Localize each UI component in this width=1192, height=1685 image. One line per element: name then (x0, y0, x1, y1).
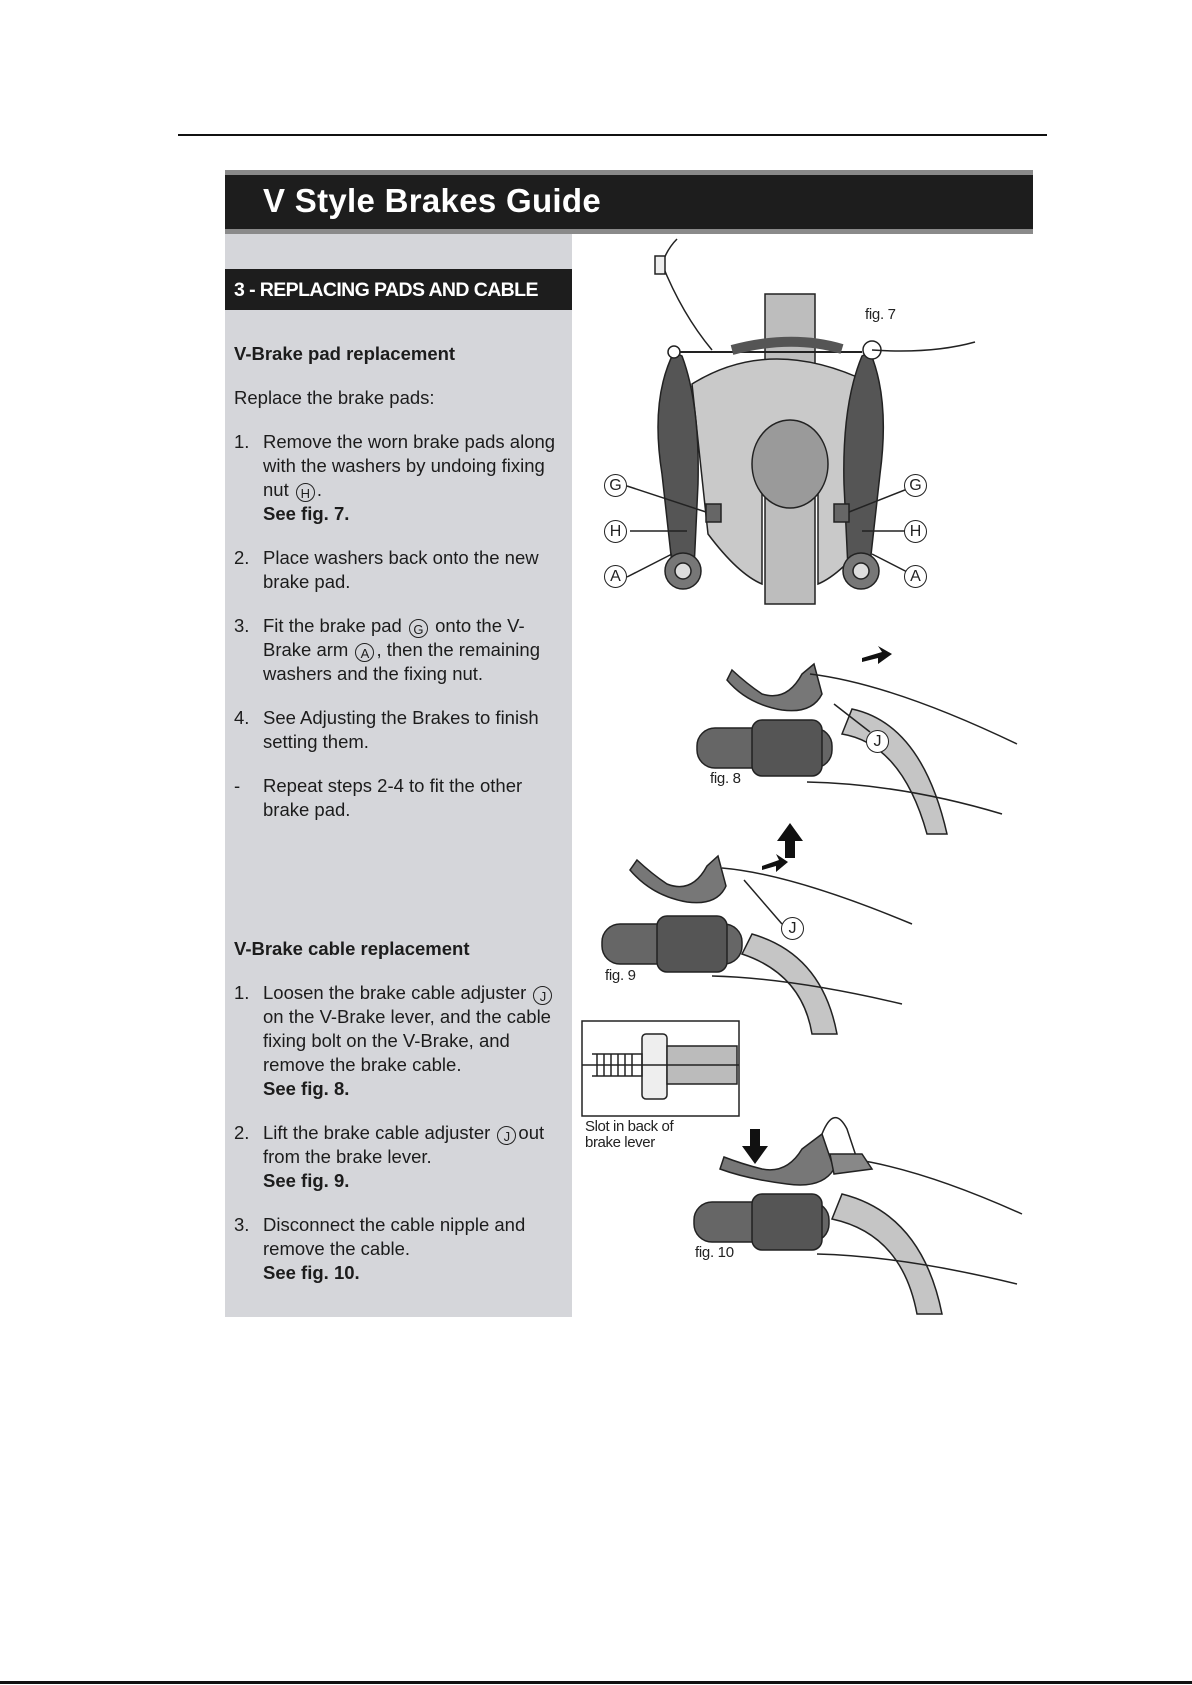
step-text: Remove the worn brake pads along with th… (263, 430, 568, 526)
list-item: 1. Remove the worn brake pads along with … (234, 430, 568, 526)
callout-g-left: G (604, 474, 627, 497)
callout-g-right: G (904, 474, 927, 497)
callout-symbol: J (497, 1126, 517, 1145)
fig10-label: fig. 10 (695, 1244, 734, 1261)
step-text-part: Loosen the brake cable adjuster (263, 982, 532, 1003)
list-item: 3. Disconnect the cable nipple and remove… (234, 1213, 568, 1285)
step-number: 3. (234, 1214, 250, 1235)
figures-area: fig. 7 fig. 8 fig. 9 fig. 10 Slot in bac… (572, 234, 1033, 1324)
step-number: 2. (234, 547, 250, 568)
step-text: Repeat steps 2-4 to fit the other brake … (263, 774, 568, 822)
step-number: 1. (234, 431, 250, 452)
step-text: Loosen the brake cable adjuster Jon the … (263, 981, 568, 1101)
step-text: Disconnect the cable nipple and remove t… (263, 1213, 568, 1285)
callout-h-right: H (904, 520, 927, 543)
callout-a-right: A (904, 565, 927, 588)
pad-intro: Replace the brake pads: (234, 387, 435, 408)
callout-a-left: A (604, 565, 627, 588)
step-number: 3. (234, 615, 250, 636)
callout-symbol: A (355, 643, 375, 662)
step-text-part: Lift the brake cable adjuster (263, 1122, 496, 1143)
list-item: 2. Place washers back onto the new brake … (234, 546, 568, 594)
cable-steps-list: 1. Loosen the brake cable adjuster Jon th… (234, 981, 568, 1285)
fig9-illustration (601, 854, 913, 1035)
fig8-illustration (696, 646, 1018, 835)
step-text-part: Fit the brake pad (263, 615, 407, 636)
step-text: Place washers back onto the new brake pa… (263, 546, 568, 594)
cable-replacement-section: V-Brake cable replacement 1. Loosen the b… (234, 937, 568, 1305)
brake-illustrations (581, 238, 1023, 1315)
step-text-part: onto the V-Brake arm (263, 615, 525, 660)
callout-h-left: H (604, 520, 627, 543)
figure-reference: See fig. 8. (263, 1078, 350, 1099)
step-text-part: on the V-Brake lever, and the cable fixi… (263, 1006, 551, 1075)
page-title: V Style Brakes Guide (263, 182, 601, 219)
top-rule (178, 134, 1047, 136)
step-text-part: . (316, 479, 322, 500)
slot-inset (581, 1020, 740, 1117)
pad-heading: V-Brake pad replacement (234, 343, 456, 364)
list-item: 1. Loosen the brake cable adjuster Jon th… (234, 981, 568, 1101)
pad-replacement-section: V-Brake pad replacement Replace the brak… (234, 342, 568, 842)
slot-label-line1: Slot in back of (585, 1118, 674, 1135)
step-text-part: See Adjusting the Brakes to finish setti… (263, 707, 539, 752)
fig7-illustration (626, 238, 976, 605)
step-number: 4. (234, 707, 250, 728)
arrow-up (777, 823, 803, 858)
step-number: - (234, 775, 241, 796)
step-text-part: Place washers back onto the new brake pa… (263, 547, 539, 592)
fig10-illustration (693, 1117, 1023, 1315)
section-header: 3 - REPLACING PADS AND CABLE (225, 269, 572, 310)
pad-steps-list: 1. Remove the worn brake pads along with … (234, 430, 568, 822)
fig7-label: fig. 7 (865, 306, 896, 323)
figure-reference: See fig. 7. (263, 503, 350, 524)
section-title: 3 - REPLACING PADS AND CABLE (234, 279, 538, 301)
fig8-label: fig. 8 (710, 770, 741, 787)
list-item: 4. See Adjusting the Brakes to finish set… (234, 706, 568, 754)
slot-label-line2: brake lever (585, 1134, 655, 1151)
step-text-part: out from the brake lever. (263, 1122, 545, 1167)
arrow-down (742, 1129, 768, 1164)
list-item: - Repeat steps 2-4 to fit the other brake… (234, 774, 568, 822)
callout-symbol: H (295, 483, 315, 502)
step-text-part: Repeat steps 2-4 to fit the other brake … (263, 775, 523, 820)
step-text-part: , then the remaining washers and the fix… (263, 639, 540, 684)
list-item: 3. Fit the brake pad G onto the V-Brake a… (234, 614, 568, 686)
cable-heading: V-Brake cable replacement (234, 938, 470, 959)
bottom-rule (0, 1681, 1192, 1684)
fig9-label: fig. 9 (605, 967, 636, 984)
figure-reference: See fig. 10. (263, 1262, 360, 1283)
step-text-part: Remove the worn brake pads along with th… (263, 431, 556, 500)
instructions-panel: 3 - REPLACING PADS AND CABLE V-Brake pad… (225, 234, 572, 1317)
callout-symbol: G (408, 619, 428, 638)
figure-reference: See fig. 9. (263, 1170, 350, 1191)
step-text: Fit the brake pad G onto the V-Brake arm… (263, 614, 568, 686)
step-number: 2. (234, 1122, 250, 1143)
callout-j-fig9: J (781, 917, 804, 940)
callout-j-fig8: J (866, 730, 889, 753)
callout-symbol: J (533, 986, 553, 1005)
step-text: See Adjusting the Brakes to finish setti… (263, 706, 568, 754)
header-bar: V Style Brakes Guide (225, 170, 1033, 234)
slot-label: Slot in back of brake lever (585, 1118, 674, 1151)
step-text-part: Disconnect the cable nipple and remove t… (263, 1214, 526, 1259)
step-number: 1. (234, 982, 250, 1003)
